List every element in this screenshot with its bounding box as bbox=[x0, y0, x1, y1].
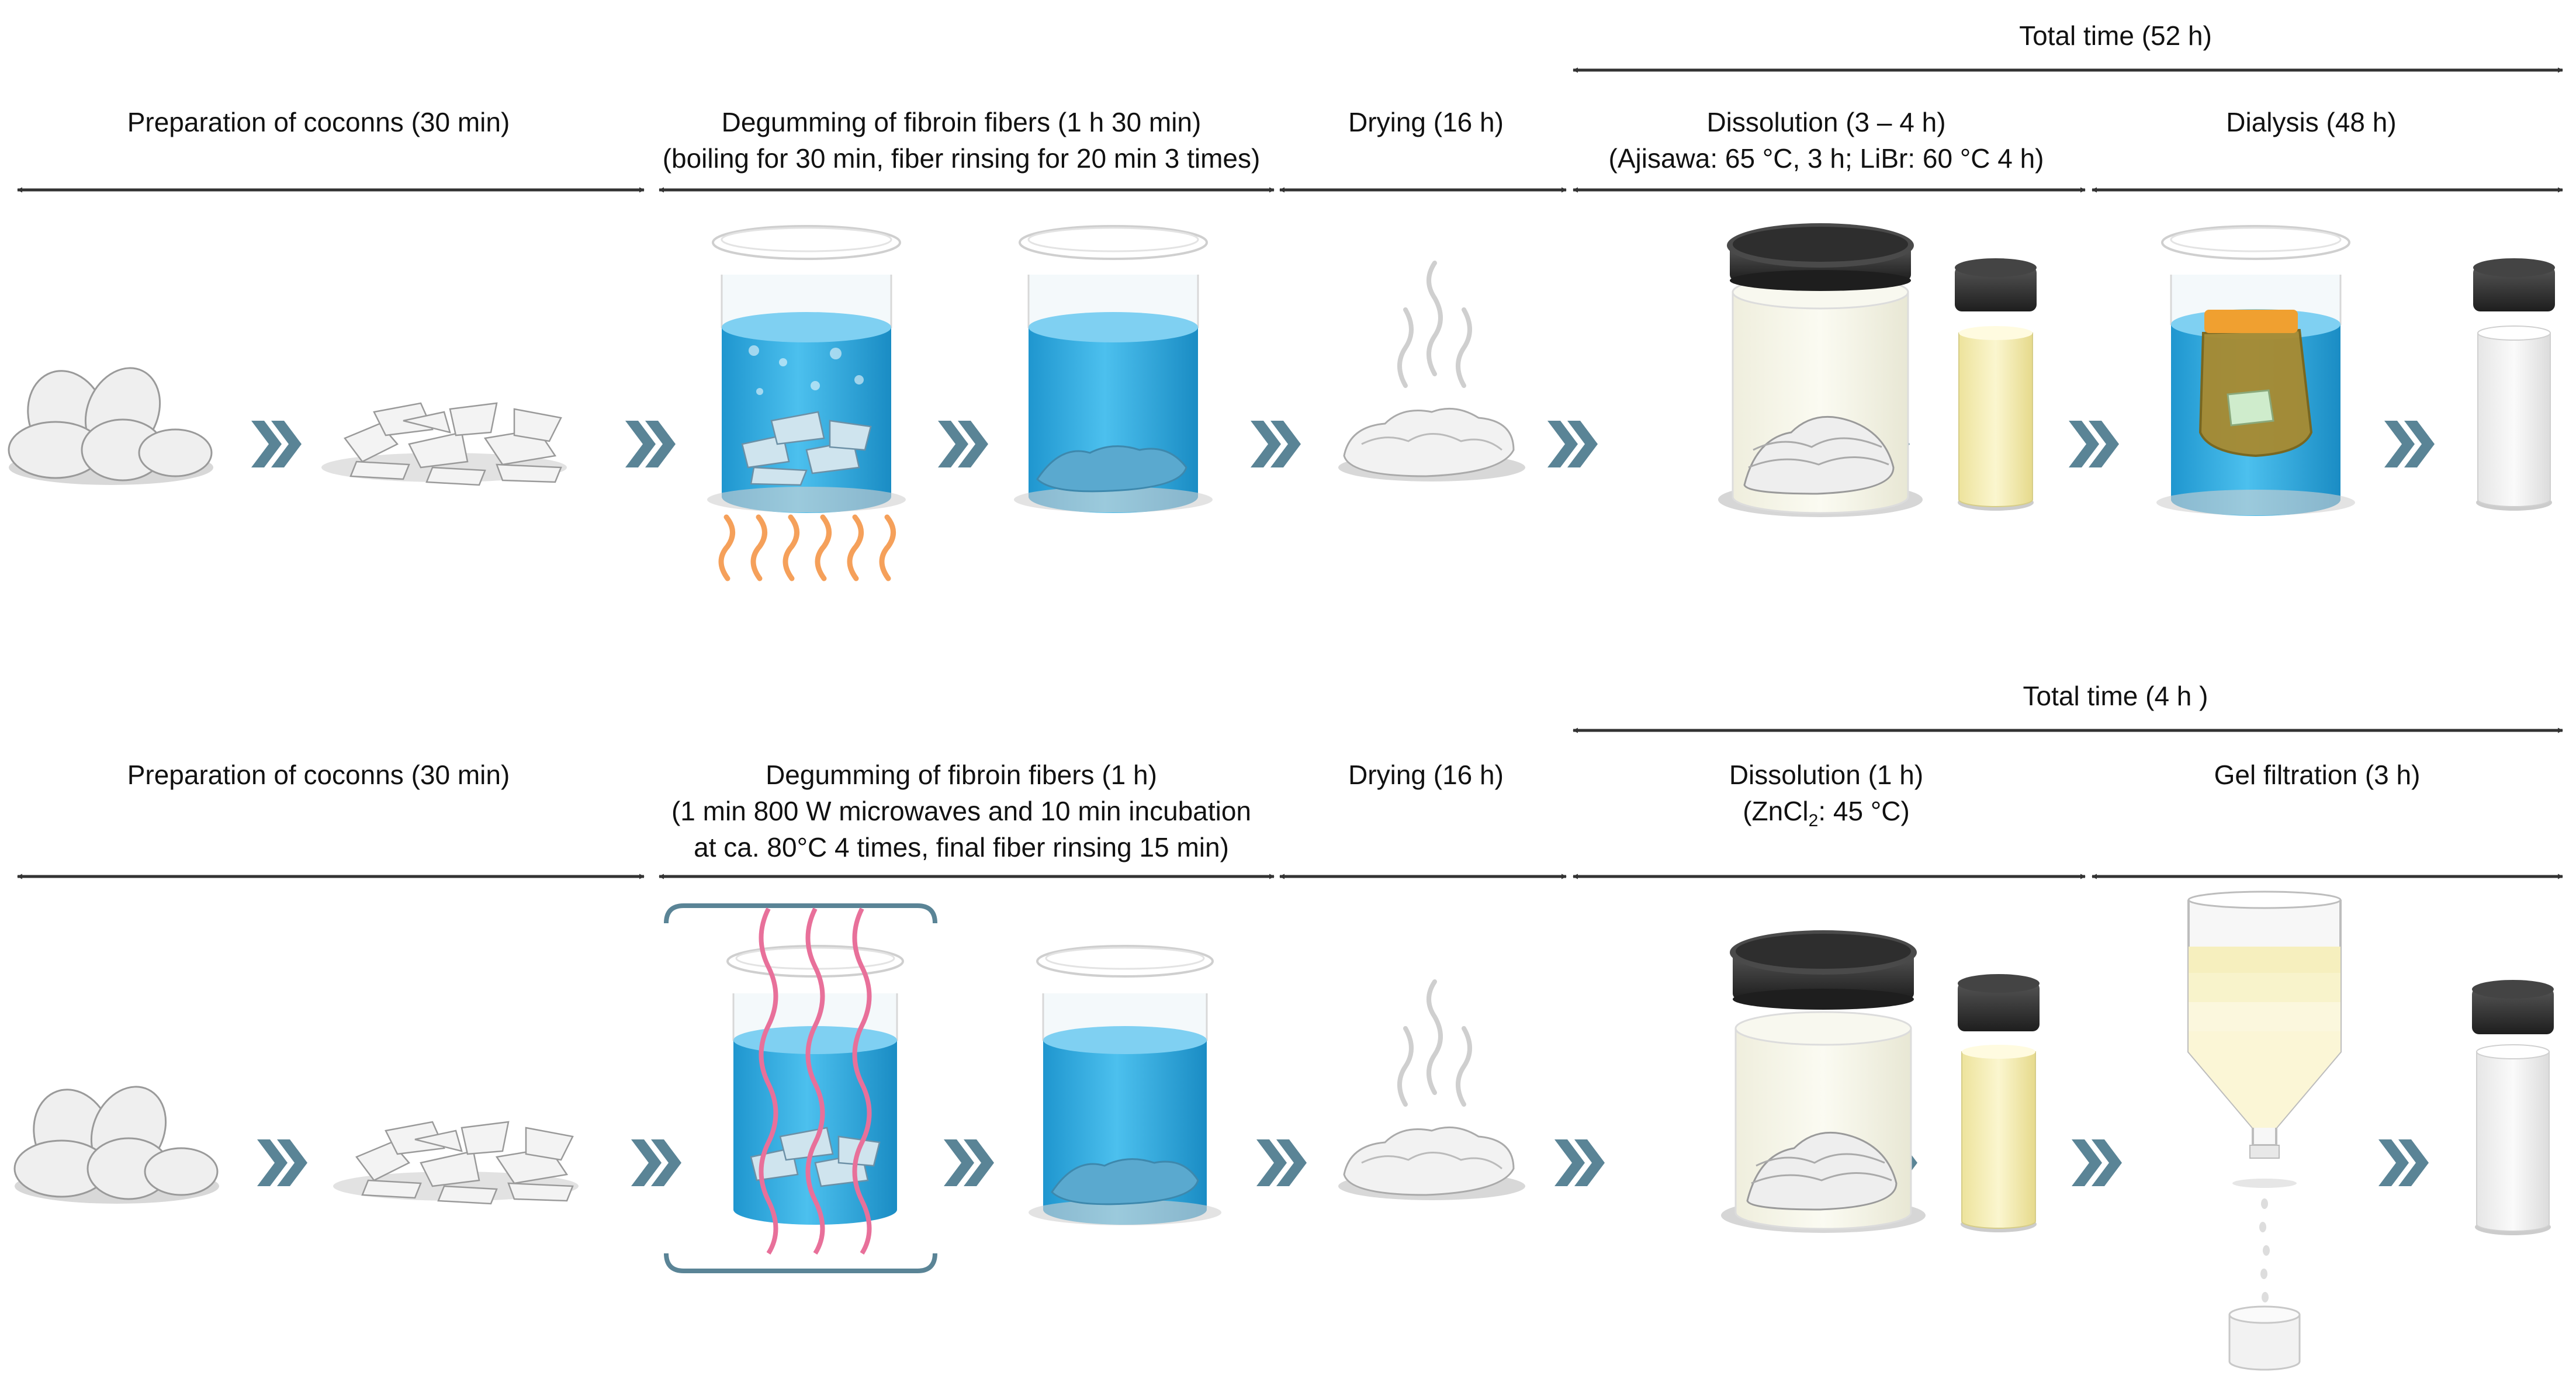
cocoon-pieces-icon bbox=[321, 402, 567, 486]
chevron-icon bbox=[251, 421, 302, 467]
chevron-icon bbox=[2384, 421, 2435, 467]
steam-icon bbox=[1397, 979, 1472, 1107]
dried-fibers-icon bbox=[1338, 979, 1525, 1200]
chevron-icon bbox=[944, 1139, 994, 1186]
microwave-waves-icon bbox=[759, 907, 872, 1255]
top-step-4-title: Dissolution (3 – 4 h) bbox=[1706, 107, 1946, 137]
chevron-icon bbox=[1256, 1139, 1307, 1186]
bottom-step-2-detail-2: at ca. 80°C 4 times, final fiber rinsing… bbox=[694, 832, 1229, 862]
top-step-2-detail: (boiling for 30 min, fiber rinsing for 2… bbox=[662, 143, 1261, 174]
top-time-arrows bbox=[17, 67, 2563, 193]
dialysis-beaker-icon bbox=[2156, 225, 2355, 516]
bottom-step-3-title: Drying (16 h) bbox=[1348, 760, 1504, 790]
gel-filtration-column-icon bbox=[2187, 891, 2342, 1371]
chevron-icon bbox=[257, 1139, 307, 1186]
bottom-step-2-title: Degumming of fibroin fibers (1 h) bbox=[766, 760, 1157, 790]
top-step-2-title: Degumming of fibroin fibers (1 h 30 min) bbox=[721, 107, 1202, 137]
cocoons-icon bbox=[8, 367, 213, 485]
rinsing-beaker-icon bbox=[1014, 225, 1213, 513]
yellow-vial-icon bbox=[1955, 258, 2037, 511]
bottom-step-1-title: Preparation of coconns (30 min) bbox=[127, 760, 510, 790]
chevron-icon bbox=[938, 421, 988, 467]
steam-icon bbox=[1397, 261, 1472, 388]
top-step-3-title: Drying (16 h) bbox=[1348, 107, 1504, 137]
bottom-total-time: Total time (4 h ) bbox=[2023, 681, 2208, 711]
bottom-step-4-detail: (ZnCl2: 45 °C) bbox=[1743, 796, 1910, 831]
top-step-1-title: Preparation of coconns (30 min) bbox=[127, 107, 510, 137]
chevron-icon bbox=[2069, 421, 2119, 467]
drops-icon bbox=[2259, 1198, 2270, 1302]
chevron-icon bbox=[2378, 1139, 2429, 1186]
chevron-icon bbox=[1547, 421, 1598, 467]
top-total-time: Total time (52 h) bbox=[2019, 20, 2212, 51]
chevron-icon bbox=[1554, 1139, 1605, 1186]
bottom-step-4-title: Dissolution (1 h) bbox=[1729, 760, 1924, 790]
chevron-icon bbox=[631, 1139, 681, 1186]
chevron-icon bbox=[2072, 1139, 2122, 1186]
rinsing-beaker-icon bbox=[1029, 945, 1221, 1225]
bottom-chevrons bbox=[257, 1139, 2429, 1186]
dissolution-jar-icon bbox=[1718, 223, 1923, 517]
chevron-icon bbox=[1251, 421, 1301, 467]
top-step-5-title: Dialysis (48 h) bbox=[2226, 107, 2397, 137]
bottom-time-arrows bbox=[17, 727, 2563, 879]
boiling-beaker-icon bbox=[707, 225, 906, 513]
top-chevrons bbox=[251, 421, 2435, 467]
clear-vial-icon bbox=[2472, 980, 2554, 1235]
chevron-icon bbox=[625, 421, 676, 467]
bottom-step-2-detail-1: (1 min 800 W microwaves and 10 min incub… bbox=[671, 796, 1252, 826]
top-step-4-detail: (Ajisawa: 65 °C, 3 h; LiBr: 60 °C 4 h) bbox=[1608, 143, 2044, 174]
dissolution-jar-icon bbox=[1721, 930, 1926, 1233]
clear-vial-icon bbox=[2473, 258, 2555, 511]
flame-icon bbox=[718, 514, 896, 581]
microwave-beaker-icon bbox=[664, 903, 937, 1273]
yellow-vial-icon bbox=[1958, 974, 2040, 1232]
bottom-step-5-title: Gel filtration (3 h) bbox=[2214, 760, 2421, 790]
cocoon-pieces-icon bbox=[333, 1121, 579, 1205]
cocoons-icon bbox=[13, 1086, 219, 1204]
dried-fibers-icon bbox=[1338, 261, 1525, 481]
